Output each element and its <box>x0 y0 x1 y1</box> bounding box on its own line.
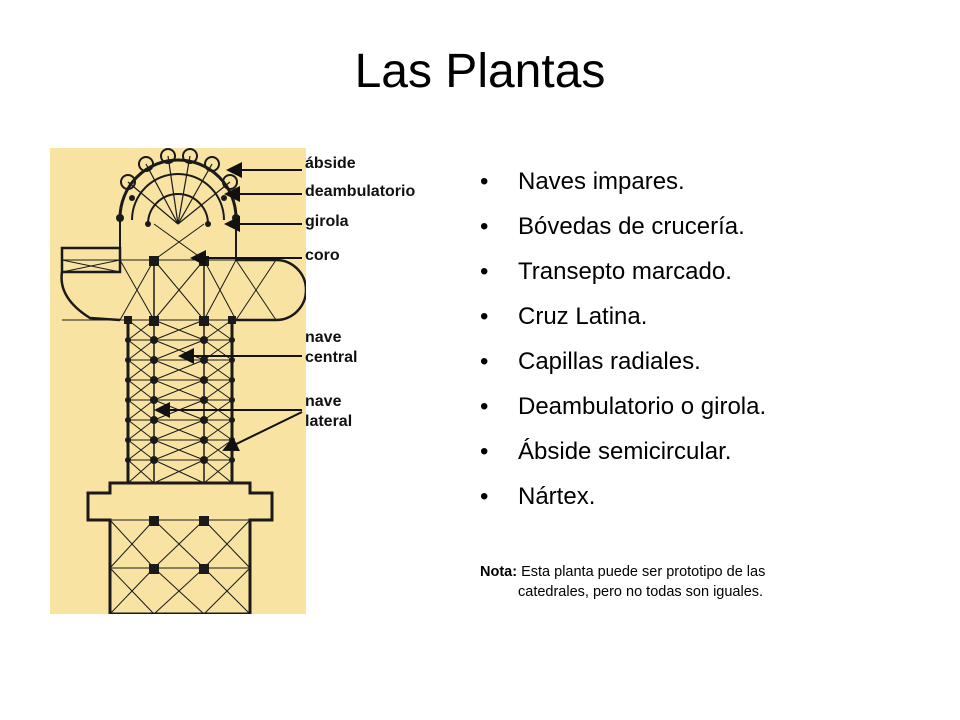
list-item: Bóvedas de crucería. <box>480 213 766 241</box>
transept-left-curve <box>60 271 121 322</box>
facade-narthex <box>86 481 274 616</box>
label-abside: ábside <box>305 155 356 172</box>
label-coro: coro <box>305 247 340 264</box>
list-item: Transepto marcado. <box>480 258 766 286</box>
label-nave-lateral-1: nave <box>305 393 342 410</box>
label-nave-central-2: central <box>305 349 358 366</box>
apse-outline <box>118 158 238 219</box>
choir-outline <box>147 193 209 225</box>
slide-title: Las Plantas <box>354 45 606 98</box>
note: Nota: Esta planta puede ser prototipo de… <box>480 562 860 602</box>
label-nave-lateral-2: lateral <box>305 413 353 430</box>
list-item: Nártex. <box>480 483 766 511</box>
narthex-vaults <box>109 519 251 615</box>
list-item: Naves impares. <box>480 168 766 196</box>
label-deambulatorio: deambulatorio <box>305 183 416 200</box>
label-girola: girola <box>305 213 349 230</box>
features-list: Naves impares. Bóvedas de crucería. Tran… <box>480 168 766 528</box>
floor-plan-drawing <box>60 148 308 616</box>
note-line-1: Esta planta puede ser prototipo de las <box>517 564 766 580</box>
list-item: Ábside semicircular. <box>480 438 766 466</box>
ambulatory-outline <box>131 173 225 221</box>
note-label: Nota: <box>480 564 518 580</box>
list-item: Capillas radiales. <box>480 348 766 376</box>
list-item: Deambulatorio o girola. <box>480 393 766 421</box>
radial-chapels <box>120 148 238 190</box>
cathedral-floor-plan <box>50 148 308 616</box>
cross-vaults <box>61 223 277 484</box>
note-line-2: catedrales, pero no todas son iguales. <box>518 584 764 600</box>
apse-ribs <box>127 155 231 225</box>
list-item: Cruz Latina. <box>480 303 766 331</box>
label-nave-central-1: nave <box>305 329 342 346</box>
floor-plan-labels: ábside deambulatorio girola coro nave ce… <box>305 148 465 614</box>
transept-right-arm <box>236 258 308 322</box>
